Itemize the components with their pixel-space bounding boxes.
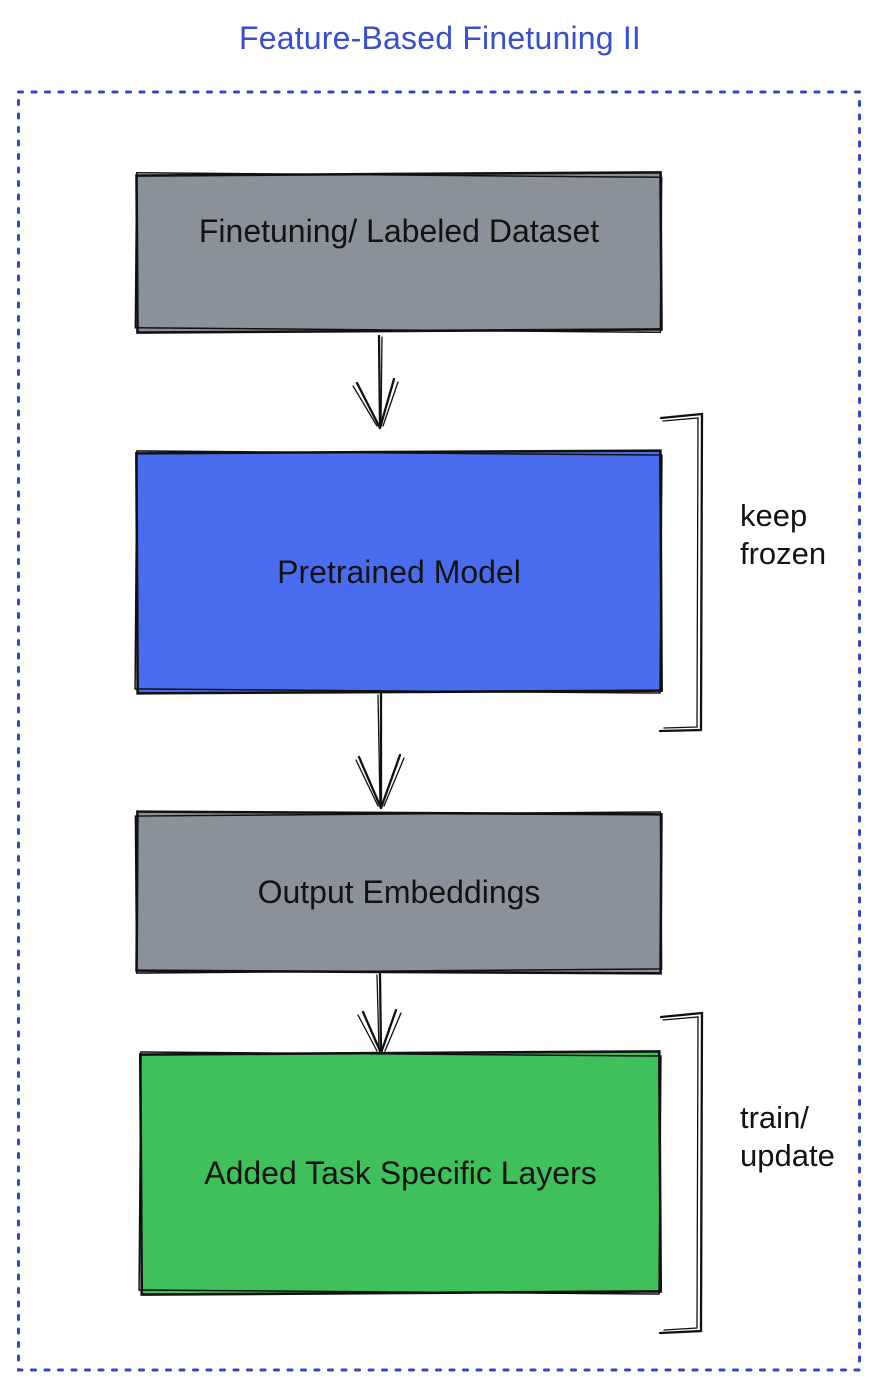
arrow-down-2-icon: [355, 692, 405, 810]
node-box-output-embeddings: [134, 810, 663, 975]
node-box-finetuning-dataset: [134, 171, 663, 334]
dotted-frame: [17, 90, 861, 1372]
bracket-train-update: [658, 1011, 704, 1335]
node-box-added-task-specific-layers: [138, 1050, 663, 1296]
page-title: Feature-Based Finetuning II: [238, 20, 642, 56]
bracket-keep-frozen: [658, 412, 704, 733]
node-box-pretrained-model: [134, 449, 663, 695]
annotation-keep-frozen: keep frozen: [740, 498, 827, 571]
annotation-train-update: train/ update: [740, 1100, 835, 1173]
arrow-down-1-icon: [352, 334, 399, 430]
arrow-down-3-icon: [357, 972, 402, 1055]
